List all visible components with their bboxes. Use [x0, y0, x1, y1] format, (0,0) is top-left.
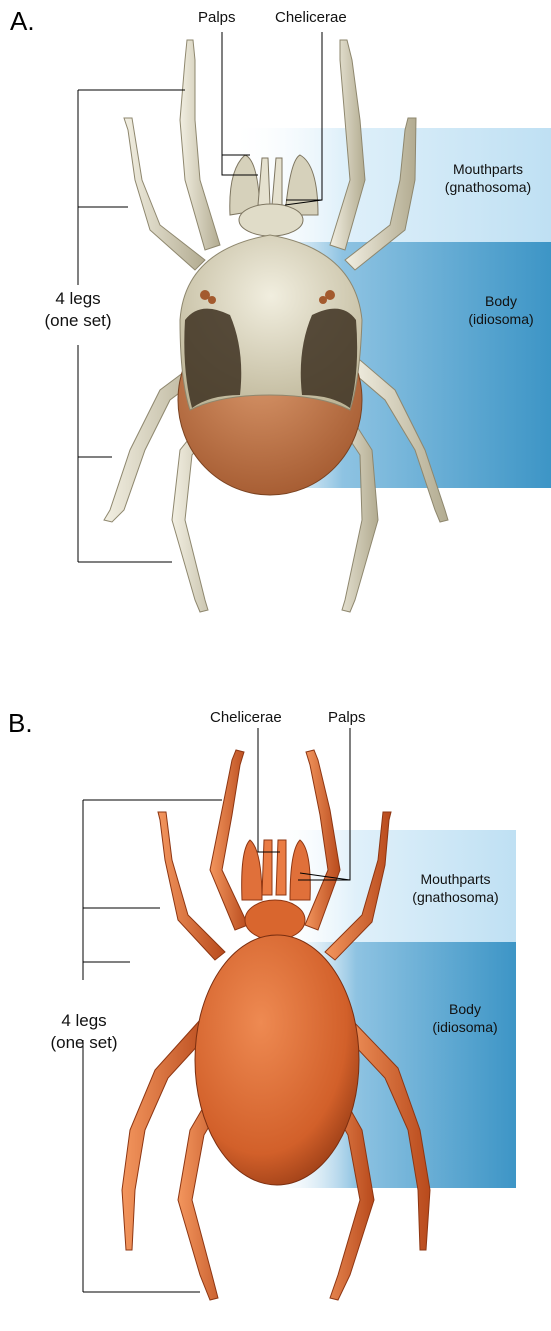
mite-b-body	[195, 935, 359, 1185]
panel-b-legs-line1: 4 legs	[24, 1010, 144, 1032]
panel-a-mouthparts-line2: (gnathosoma)	[432, 178, 544, 196]
panel-a-legs-line2: (one set)	[18, 310, 138, 332]
panel-a-legs-line1: 4 legs	[18, 288, 138, 310]
panel-a-mouthparts-line1: Mouthparts	[432, 160, 544, 178]
panel-b: B. Chelicerae Palps Mouthparts (gnathoso…	[0, 690, 551, 1331]
mite-a-body	[178, 235, 362, 495]
panel-b-legs-line2: (one set)	[24, 1032, 144, 1054]
panel-a-chelicerae-label: Chelicerae	[275, 8, 347, 28]
panel-b-palps-label: Palps	[328, 708, 366, 728]
panel-a-body-line2: (idiosoma)	[456, 310, 546, 328]
panel-b-mouthparts-line1: Mouthparts	[398, 870, 513, 888]
panel-b-body-line2: (idiosoma)	[420, 1018, 510, 1036]
panel-b-chelicerae-label: Chelicerae	[210, 708, 282, 728]
panel-a-mouthparts-label: Mouthparts (gnathosoma)	[432, 160, 544, 196]
panel-b-legs-label: 4 legs (one set)	[24, 1010, 144, 1054]
panel-a: A. Palps Chelicerae Mouthparts (gnathoso…	[0, 0, 551, 640]
panel-b-letter: B.	[8, 708, 33, 739]
panel-b-body-line1: Body	[420, 1000, 510, 1018]
panel-b-mouthparts-label: Mouthparts (gnathosoma)	[398, 870, 513, 906]
panel-a-body-line1: Body	[456, 292, 546, 310]
panel-a-letter: A.	[10, 6, 35, 37]
panel-b-mouthparts-line2: (gnathosoma)	[398, 888, 513, 906]
panel-b-body-label: Body (idiosoma)	[420, 1000, 510, 1036]
panel-a-body-label: Body (idiosoma)	[456, 292, 546, 328]
panel-a-palps-label: Palps	[198, 8, 236, 28]
panel-a-legs-label: 4 legs (one set)	[18, 288, 138, 332]
